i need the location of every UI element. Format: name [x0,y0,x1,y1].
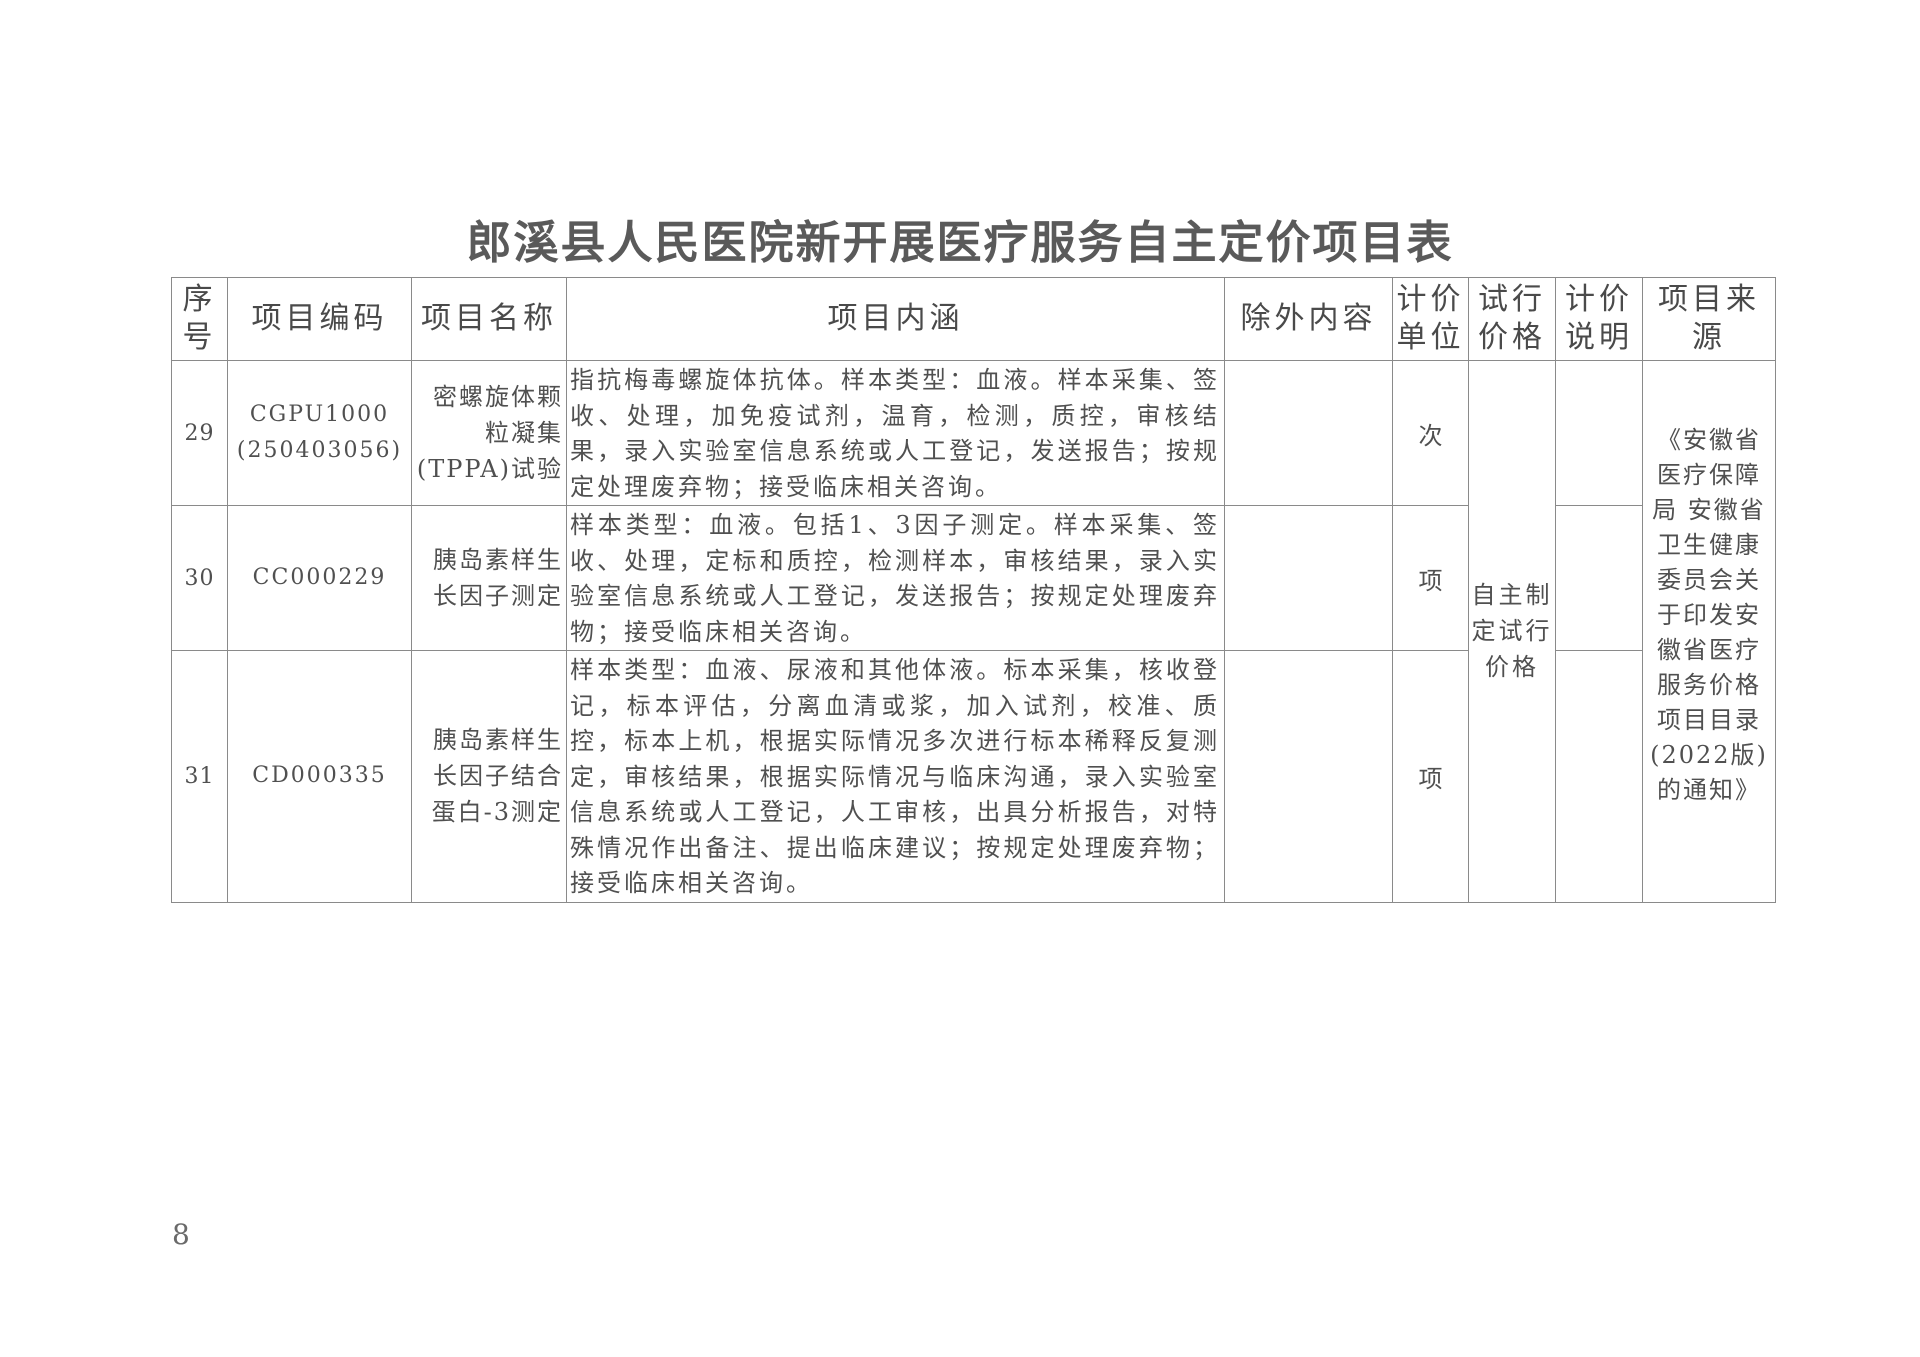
row-unit: 次 [1392,360,1469,506]
row-content: 样本类型：血液、尿液和其他体液。标本采集，核收登记，标本评估，分离血清或浆，加入… [566,650,1225,903]
header-unit: 计价单位 [1392,277,1469,361]
header-content: 项目内涵 [566,277,1225,361]
row-exclusion [1224,505,1393,651]
row-name: 胰岛素样生长因子结合蛋白-3测定 [411,650,567,903]
row-content: 指抗梅毒螺旋体抗体。样本类型：血液。样本采集、签收、处理，加免疫试剂，温育，检测… [566,360,1225,506]
row-code-primary: CC000229 [252,565,387,590]
header-trial-price: 试行价格 [1468,277,1556,361]
row-exclusion [1224,650,1393,903]
row-pricing-note [1555,360,1643,506]
header-pricing-note: 计价说明 [1555,277,1643,361]
table-row: 31 CD000335 胰岛素样生长因子结合蛋白-3测定 样本类型：血液、尿液和… [171,650,1776,903]
table-row: 30 CC000229 胰岛素样生长因子测定 样本类型：血液。包括1、3因子测定… [171,505,1776,651]
row-unit: 项 [1392,505,1469,651]
header-name: 项目名称 [411,277,567,361]
header-seq: 序号 [171,277,228,361]
row-exclusion [1224,360,1393,506]
row-pricing-note [1555,505,1643,651]
row-pricing-note [1555,650,1643,903]
row-code-primary: CGPU1000 [249,402,390,427]
trial-price-cell: 自主制定试行价格 [1468,360,1556,903]
row-code: CGPU1000 (250403056) [227,360,412,506]
header-exclusion: 除外内容 [1224,277,1393,361]
row-code: CD000335 [227,650,412,903]
row-seq: 31 [171,650,228,903]
row-unit: 项 [1392,650,1469,903]
page-number: 8 [172,1218,190,1251]
row-seq: 30 [171,505,228,651]
row-code-secondary: (250403056) [236,438,403,463]
row-code-primary: CD000335 [252,763,387,789]
header-code: 项目编码 [227,277,412,361]
row-seq: 29 [171,360,228,506]
source-cell: 《安徽省医疗保障局 安徽省卫生健康委员会关于印发安徽省医疗服务价格项目目录(20… [1642,360,1776,903]
table-row: 29 CGPU1000 (250403056) 密螺旋体颗粒凝集(TPPA)试验… [171,360,1776,903]
row-name: 密螺旋体颗粒凝集(TPPA)试验 [411,360,567,506]
pricing-table: 序号 项目编码 项目名称 项目内涵 除外内容 计价单位 试行价格 计价说明 项目… [171,277,1776,903]
table-header-row: 序号 项目编码 项目名称 项目内涵 除外内容 计价单位 试行价格 计价说明 项目… [171,277,1776,361]
page-title: 郎溪县人民医院新开展医疗服务自主定价项目表 [466,216,1454,269]
row-code: CC000229 [227,505,412,651]
row-content: 样本类型：血液。包括1、3因子测定。样本采集、签收、处理，定标和质控，检测样本，… [566,505,1225,651]
row-name: 胰岛素样生长因子测定 [411,505,567,651]
header-source: 项目来源 [1642,277,1776,361]
